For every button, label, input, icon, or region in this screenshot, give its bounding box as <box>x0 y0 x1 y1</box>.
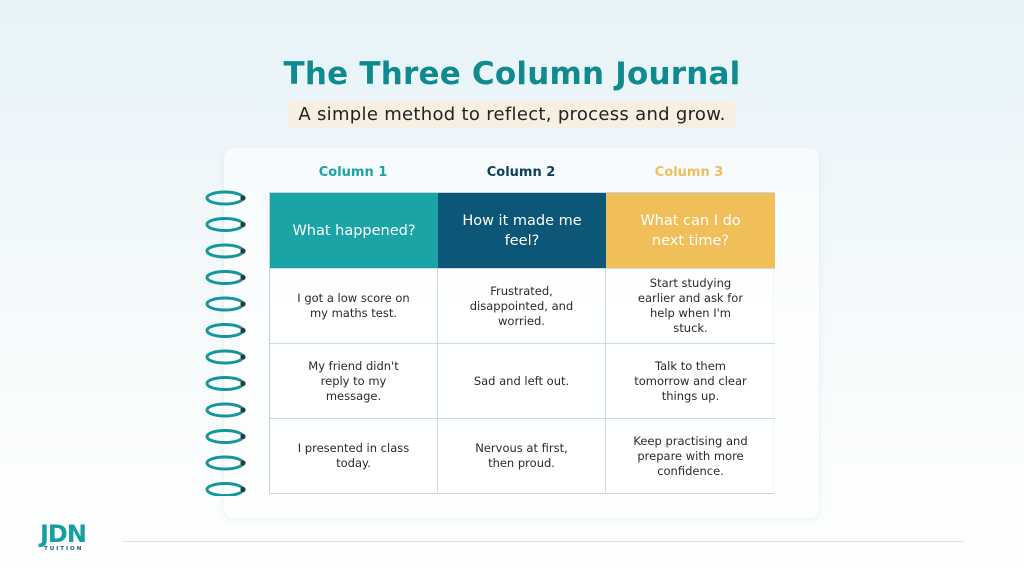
column-2-heading: How it made me feel? <box>438 193 606 268</box>
spiral-ring <box>205 429 245 444</box>
spiral-hole <box>240 327 246 334</box>
journal-table: What happened? How it made me feel? What… <box>269 192 775 494</box>
footer-divider <box>122 541 964 542</box>
logo-wordmark: JDN <box>40 520 87 548</box>
table-cell-r3-c1: I presented in class today. <box>270 418 438 493</box>
spiral-hole <box>240 221 246 228</box>
spiral-hole <box>240 195 246 201</box>
table-cell-r1-c1: I got a low score on my maths test. <box>270 268 438 343</box>
table-cell-r2-c1: My friend didn't reply to my message. <box>270 343 438 418</box>
table-cell-r1-c3: Start studying earlier and ask for help … <box>606 268 775 343</box>
spiral-ring <box>205 349 245 365</box>
table-cell-r3-c2: Nervous at first, then proud. <box>438 418 606 493</box>
spiral-ring <box>205 296 245 312</box>
spiral-hole <box>240 354 246 360</box>
column-3-heading: What can I do next time? <box>606 193 775 268</box>
spiral-hole <box>240 486 246 493</box>
spiral-hole <box>240 301 246 307</box>
spiral-ring <box>205 217 245 232</box>
table-cell-r2-c2: Sad and left out. <box>438 343 606 418</box>
column-1-heading: What happened? <box>270 193 438 268</box>
spiral-hole <box>240 460 246 466</box>
notebook-spiral-icon <box>205 190 246 496</box>
spiral-ring <box>205 323 245 338</box>
table-cell-r2-c3: Talk to them tomorrow and clear things u… <box>606 343 775 418</box>
spiral-ring <box>205 402 245 418</box>
page-subtitle: A simple method to reflect, process and … <box>289 101 735 128</box>
spiral-hole <box>240 380 246 387</box>
spiral-hole <box>240 248 246 254</box>
spiral-ring <box>205 482 245 496</box>
spiral-hole <box>240 407 246 413</box>
logo-tagline: TUITION <box>44 546 84 552</box>
spiral-ring <box>205 243 245 259</box>
spiral-ring <box>205 376 245 391</box>
table-cell-r3-c3: Keep practising and prepare with more co… <box>606 418 775 493</box>
spiral-hole <box>240 274 246 281</box>
table-cell-r1-c2: Frustrated, disappointed, and worried. <box>438 268 606 343</box>
column-2-label: Column 2 <box>486 165 556 180</box>
page-title: The Three Column Journal <box>283 56 741 92</box>
spiral-ring <box>205 190 245 206</box>
subtitle-wrapper: A simple method to reflect, process and … <box>0 101 1024 128</box>
column-3-label: Column 3 <box>654 165 724 180</box>
spiral-ring <box>205 270 245 285</box>
column-1-label: Column 1 <box>318 165 388 180</box>
spiral-ring <box>205 455 245 471</box>
spiral-hole <box>240 433 246 440</box>
